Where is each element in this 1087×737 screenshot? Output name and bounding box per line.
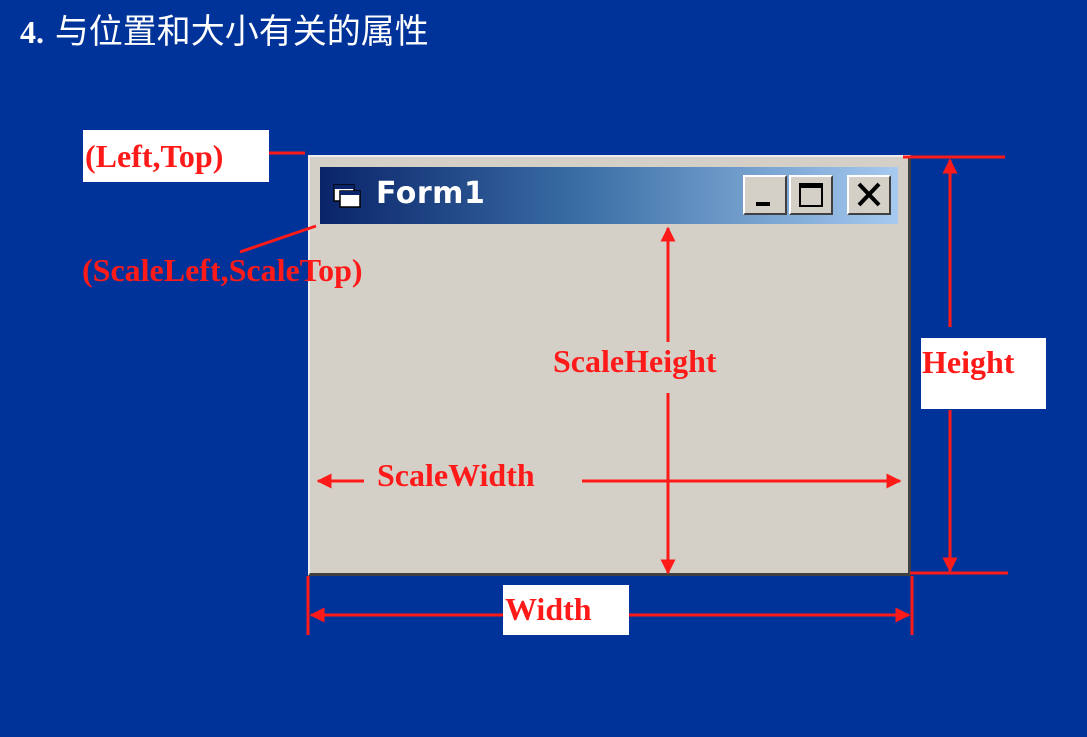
window-titlebar[interactable]: Form1 — [320, 167, 898, 224]
height-label-box: Height — [921, 338, 1046, 409]
minimize-icon — [756, 202, 770, 206]
form-window: Form1 — [308, 155, 911, 576]
close-button[interactable] — [847, 175, 891, 215]
maximize-icon — [799, 183, 823, 207]
scale-width-label: ScaleWidth — [377, 457, 535, 493]
scale-left-top-leader — [239, 224, 317, 254]
width-label: Width — [505, 591, 592, 627]
window-title: Form1 — [376, 176, 486, 211]
slide-title-text: 与位置和大小有关的属性 — [54, 12, 429, 52]
scale-height-label: ScaleHeight — [553, 343, 717, 379]
close-icon — [857, 182, 881, 207]
height-label: Height — [922, 344, 1015, 380]
slide-title: 4. 与位置和大小有关的属性 — [20, 4, 429, 53]
width-label-box: Width — [503, 585, 629, 635]
maximize-button[interactable] — [789, 175, 833, 215]
slide-number: 4. — [20, 14, 44, 50]
form-window-icon — [332, 181, 364, 211]
left-top-label: (Left,Top) — [85, 138, 224, 174]
scale-left-top-label: (ScaleLeft,ScaleTop) — [82, 252, 363, 288]
minimize-button[interactable] — [743, 175, 787, 215]
left-top-label-box: (Left,Top) — [83, 130, 269, 182]
